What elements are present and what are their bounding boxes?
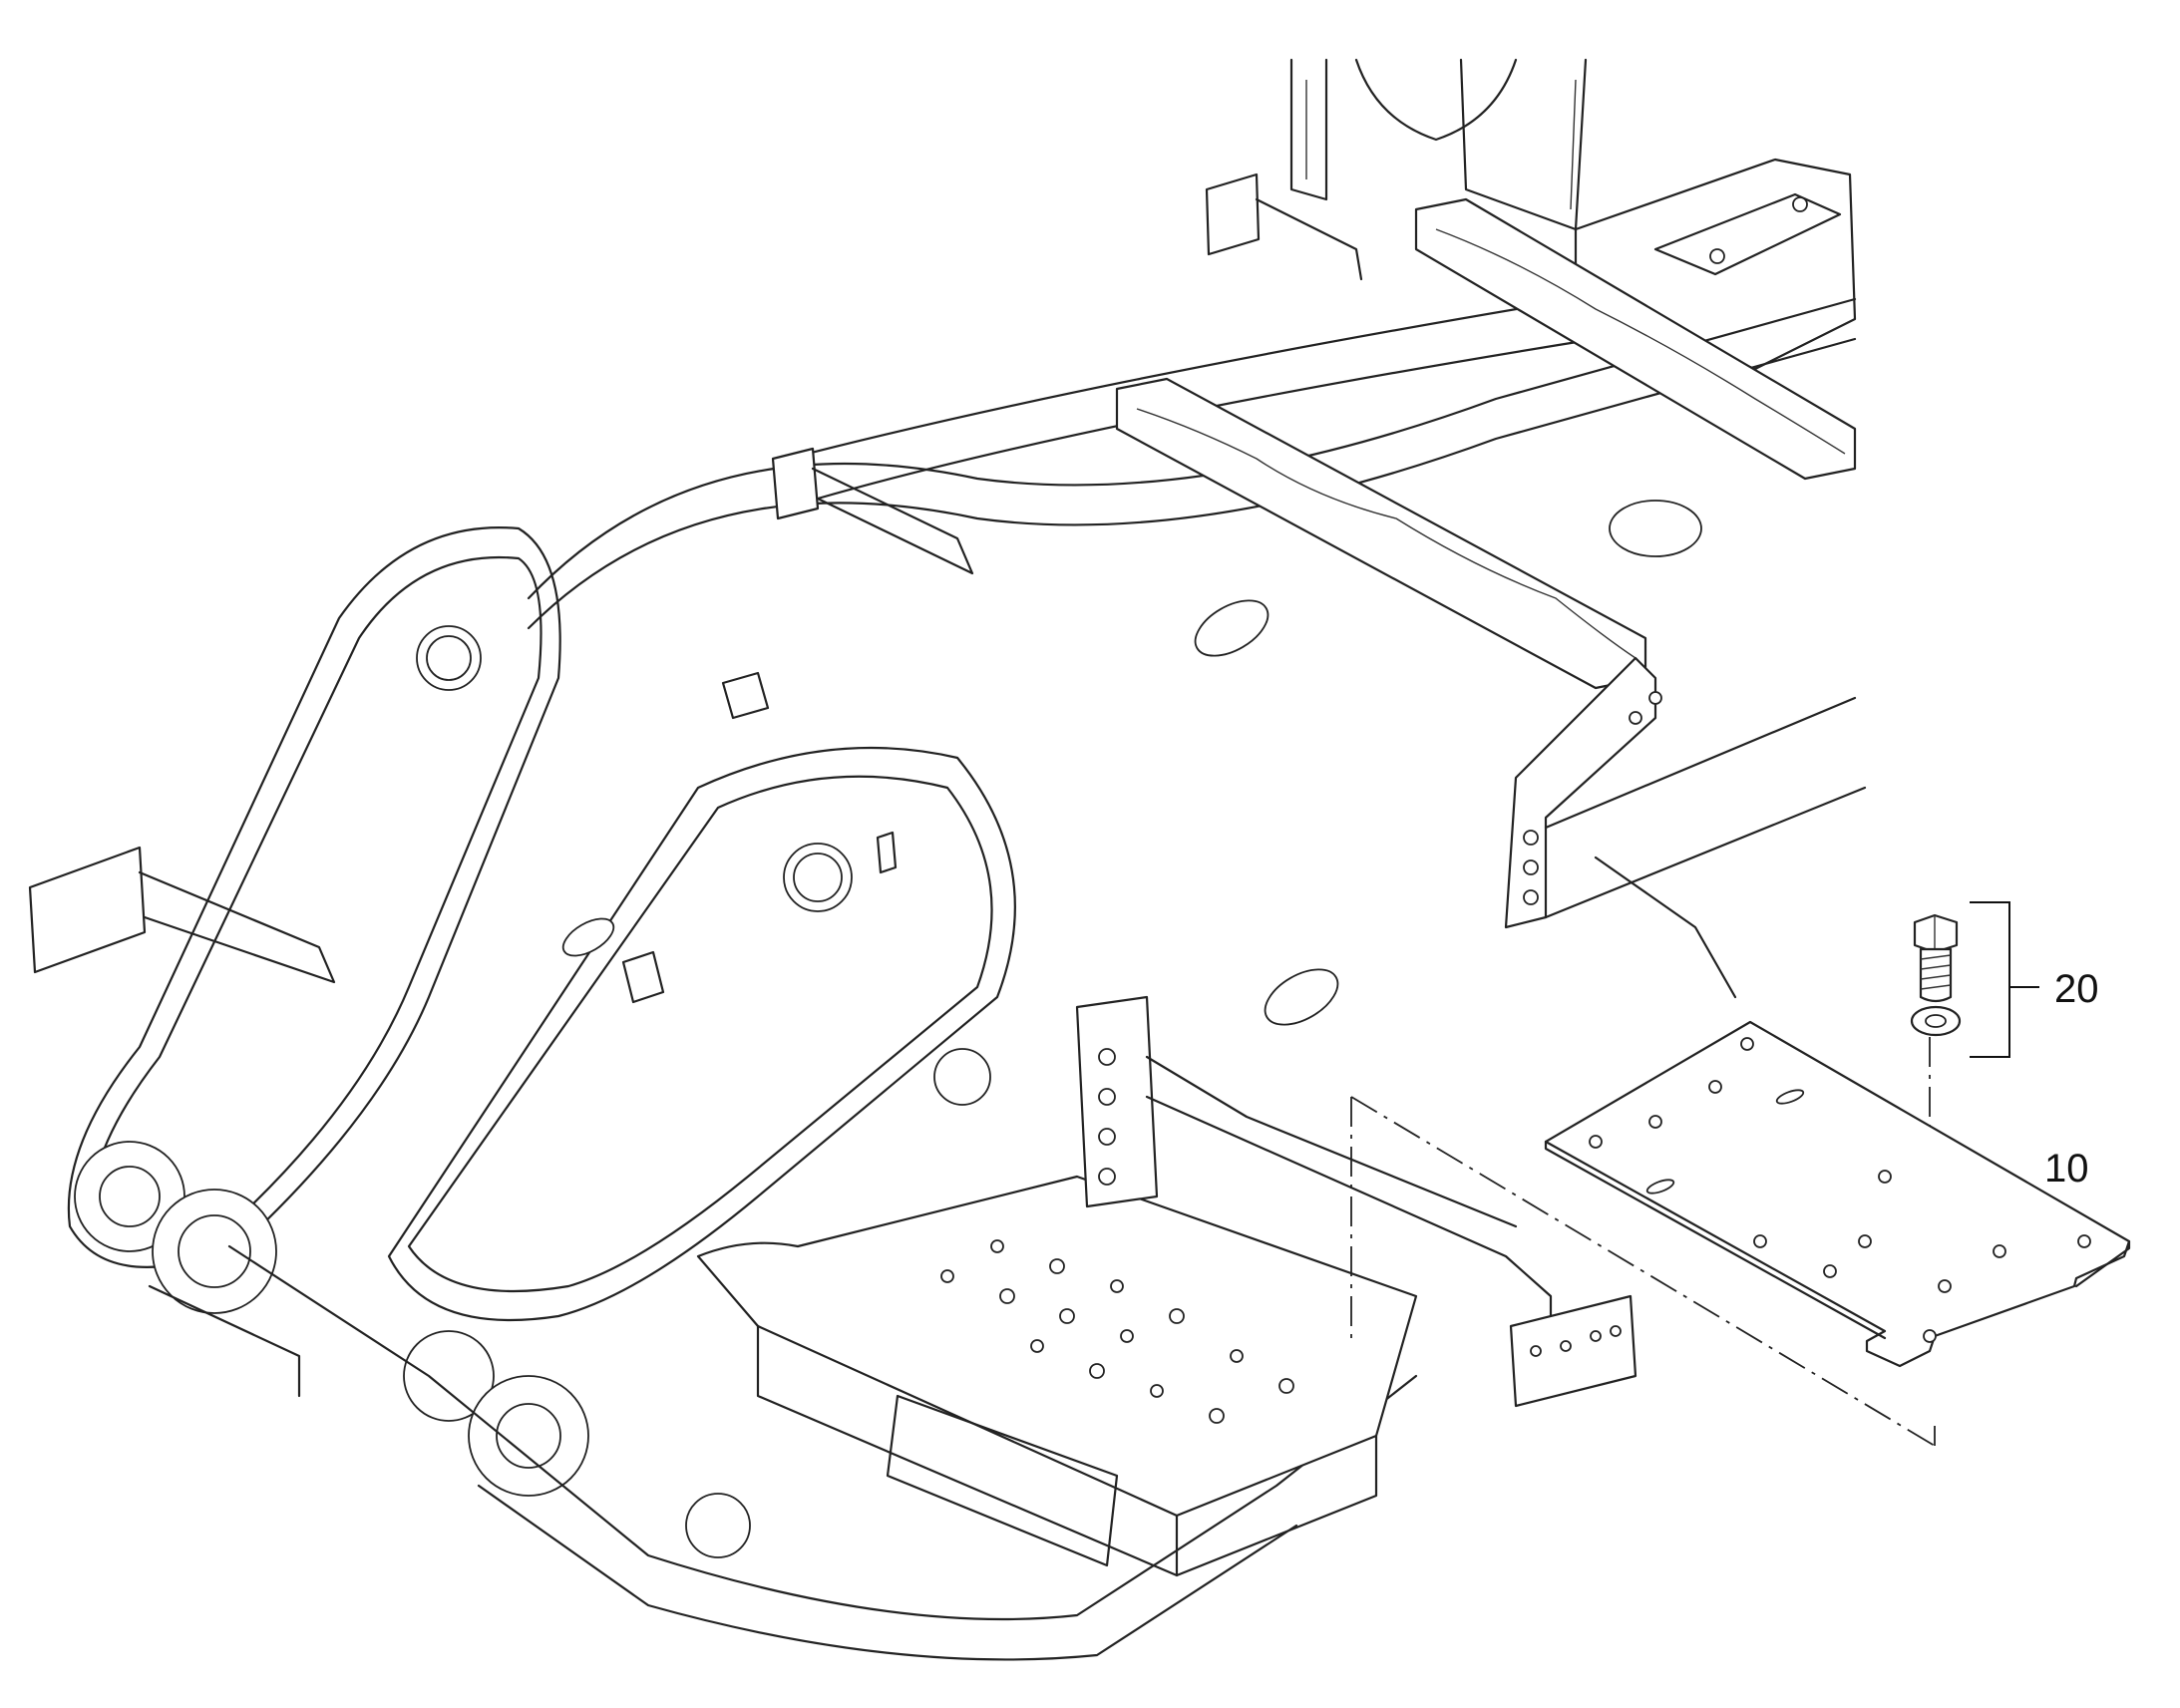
callout-10: 10 — [2044, 1147, 2089, 1191]
callout-20: 20 — [1970, 901, 2099, 1058]
bolt-and-washer — [1910, 913, 1962, 1037]
callout-20-label: 20 — [2054, 967, 2099, 1011]
machine-frame — [28, 58, 1867, 1661]
cover-plate — [1544, 1020, 2131, 1368]
step-holes — [940, 1239, 1294, 1424]
callout-10-label: 10 — [2044, 1147, 2089, 1191]
